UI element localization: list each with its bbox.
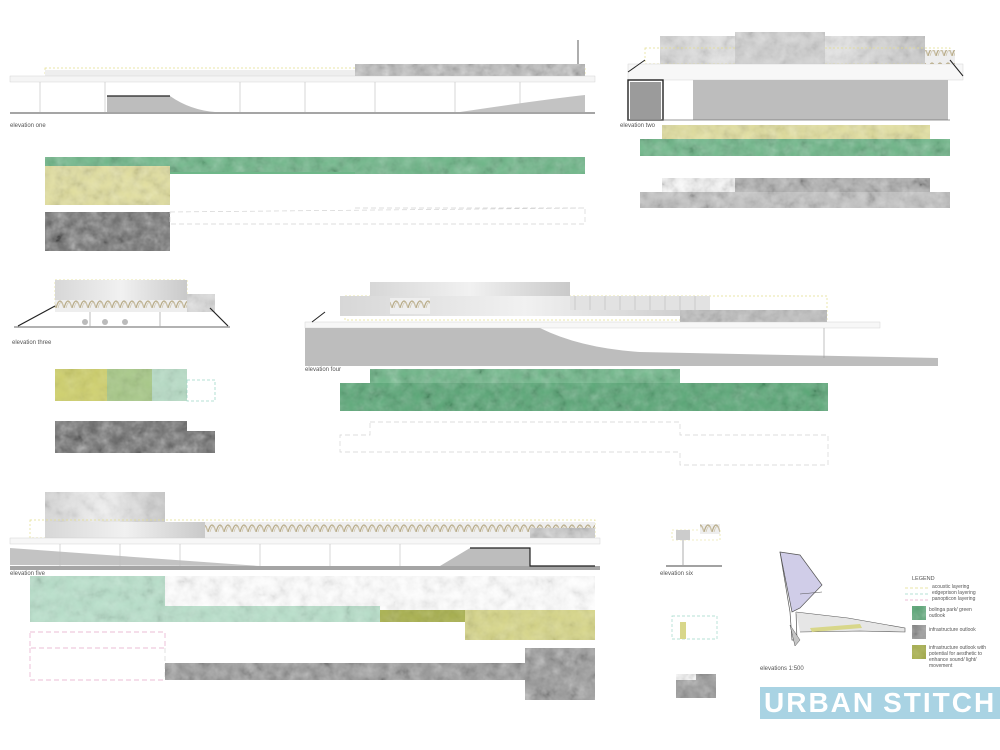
- legend-item-edgeprison: edgeprison layering: [932, 590, 976, 596]
- elevation-three-label: elevation three: [12, 340, 52, 346]
- elevation-three-drawing: [14, 279, 230, 328]
- ground-section: [107, 96, 215, 112]
- elevation-four-drawing: [304, 282, 938, 366]
- elevation-six-strips: [671, 615, 718, 698]
- elevation-one-strips: [45, 157, 586, 251]
- ground-slope: [215, 95, 585, 112]
- elevation-two-strips: [640, 125, 950, 208]
- elevation-two-label: elevation two: [620, 123, 656, 129]
- legend: [905, 587, 930, 659]
- legend-item-infrastructure-potential: infrastructure outlook with potential fo…: [929, 645, 986, 669]
- brand-part-stitch: STITCH: [879, 687, 1000, 719]
- legend-item-green-outlook: bolinga park/ green outlook: [929, 607, 972, 619]
- elevation-five-strips: [29, 576, 595, 700]
- legend-item-infrastructure: infrastructure outlook: [929, 627, 976, 633]
- plan-caption: elevations 1:500: [760, 666, 804, 672]
- legend-item-acoustic: acoustic layering: [932, 584, 970, 590]
- elevation-six-drawing: [666, 524, 722, 567]
- elevation-five-drawing: [9, 492, 601, 570]
- brand-title: URBAN STITCH: [760, 687, 1000, 719]
- panopticon-dashed: [339, 421, 829, 466]
- elevation-one-drawing: [9, 40, 596, 114]
- elevation-three-strips: [55, 369, 216, 453]
- legend-title: LEGEND: [912, 576, 935, 582]
- ground-mass: [693, 80, 948, 120]
- elevation-one-label: elevation one: [10, 123, 46, 129]
- site-plan: [779, 551, 906, 647]
- elevation-two-drawing: [627, 32, 964, 121]
- pink-dashed-outline: [29, 631, 166, 681]
- brand-part-urban: URBAN: [760, 687, 880, 719]
- elevation-four-strips: [339, 369, 829, 466]
- elevation-four-label: elevation four: [305, 367, 342, 373]
- elevation-five-label: elevation five: [10, 571, 46, 577]
- elevation-six-label: elevation six: [660, 571, 694, 577]
- fold-canopy: [45, 70, 355, 77]
- ground-section: [305, 328, 938, 366]
- panopticon-dashed: [169, 207, 586, 225]
- legend-item-panopticon: panopticon layering: [932, 596, 976, 602]
